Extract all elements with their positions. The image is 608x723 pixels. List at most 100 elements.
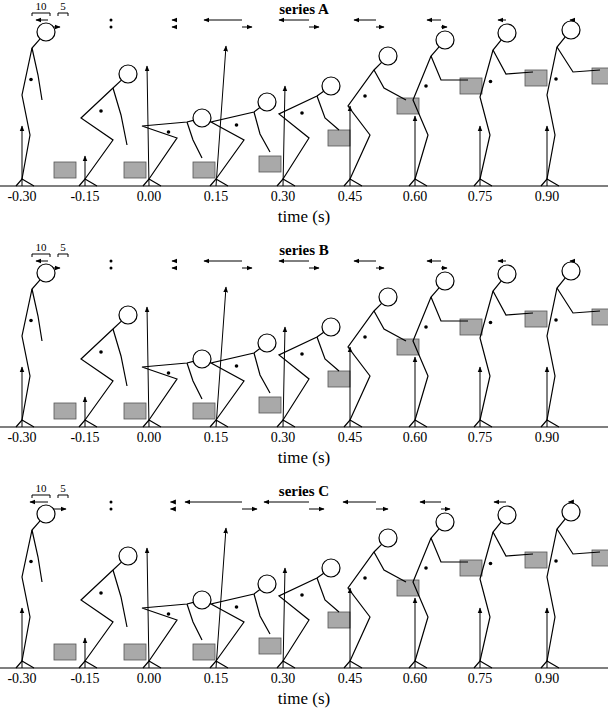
head	[436, 31, 454, 49]
tick-label: -0.15	[70, 431, 99, 445]
reaction-force-arrow	[415, 598, 416, 668]
tick-label: -0.15	[70, 672, 99, 686]
head	[119, 547, 137, 565]
arm-segments	[113, 88, 127, 145]
tick-label: 0.30	[271, 672, 296, 686]
arm-segments	[557, 529, 600, 554]
body-segments	[279, 332, 324, 420]
tick-label: 0.15	[204, 672, 229, 686]
scale-value: 5	[60, 1, 66, 12]
stick-figure	[264, 502, 350, 668]
force-arrow	[376, 509, 388, 510]
foot	[210, 179, 228, 186]
head	[193, 109, 211, 127]
arm-segments	[557, 288, 600, 313]
stick-figure	[79, 19, 146, 187]
force-arrow	[498, 261, 506, 262]
body-segments	[547, 519, 565, 661]
body-segments	[211, 107, 260, 179]
centre-of-mass	[424, 566, 428, 570]
stick-figure	[142, 261, 215, 427]
centre-of-mass	[167, 371, 171, 375]
force-dot	[110, 267, 113, 270]
lifted-box	[193, 162, 215, 178]
force-arrow	[354, 261, 376, 262]
tick-label: 0.90	[535, 190, 560, 204]
centre-of-mass	[99, 591, 103, 595]
tick-label: -0.30	[7, 431, 36, 445]
force-arrow	[185, 502, 242, 503]
stick-figure	[79, 501, 146, 669]
foot	[277, 661, 295, 668]
force-arrow	[242, 268, 252, 269]
stick-figure	[79, 260, 146, 428]
centre-of-mass	[554, 559, 558, 563]
force-arrow	[354, 20, 376, 21]
foot	[541, 420, 559, 427]
arm-segments	[317, 337, 339, 371]
foot	[16, 179, 34, 186]
head	[379, 529, 397, 547]
stick-figure	[16, 20, 76, 186]
centre-of-mass	[489, 80, 493, 84]
centre-of-mass	[424, 84, 428, 88]
reaction-force-arrow	[216, 287, 226, 427]
centre-of-mass	[363, 94, 367, 98]
force-arrow	[30, 502, 48, 503]
head	[193, 350, 211, 368]
series-panel	[0, 254, 608, 427]
arm-segments	[493, 532, 533, 556]
arm-segments	[557, 47, 600, 72]
tick-label: 0.15	[204, 431, 229, 445]
stick-figure	[343, 502, 419, 668]
reaction-force-arrow	[415, 116, 416, 186]
tick-label: 0.60	[403, 672, 428, 686]
arm-segments	[254, 112, 270, 152]
lifted-box	[193, 644, 215, 660]
force-dot	[110, 508, 113, 511]
stick-figure	[541, 502, 608, 668]
force-arrow	[427, 20, 441, 21]
body-segments	[22, 521, 40, 661]
arm-segments	[187, 604, 202, 640]
lifted-box	[193, 403, 215, 419]
foot	[210, 420, 228, 427]
head	[322, 559, 340, 577]
force-arrow	[570, 20, 573, 21]
stick-figure	[344, 261, 419, 427]
centre-of-mass	[29, 78, 33, 82]
force-arrow	[570, 261, 573, 262]
arm-segments	[32, 48, 42, 100]
head	[436, 513, 454, 531]
foot	[474, 179, 492, 186]
force-arrow	[420, 502, 441, 503]
head	[37, 264, 55, 282]
stick-figure	[277, 20, 350, 186]
foot	[143, 179, 161, 186]
force-arrow	[309, 27, 319, 28]
force-arrow	[569, 502, 574, 503]
head	[119, 306, 137, 324]
force-arrow	[279, 20, 309, 21]
centre-of-mass	[29, 560, 33, 564]
body-segments	[547, 278, 565, 420]
stick-figure	[16, 502, 76, 668]
head	[379, 288, 397, 306]
force-arrow	[343, 502, 376, 503]
lifted-box	[54, 403, 76, 419]
scale-bar	[58, 495, 68, 498]
arm-segments	[113, 329, 127, 386]
body-segments	[348, 62, 382, 179]
centre-of-mass	[554, 318, 558, 322]
head	[498, 24, 516, 42]
force-dot	[110, 501, 113, 504]
stick-figure	[409, 261, 482, 427]
body-segments	[480, 281, 501, 420]
centre-of-mass	[99, 350, 103, 354]
scale-value: 10	[36, 1, 47, 12]
scale-bar	[32, 254, 50, 257]
stick-figure	[142, 502, 215, 668]
foot	[143, 420, 161, 427]
lifted-box	[54, 162, 76, 178]
arm-segments	[374, 70, 406, 100]
